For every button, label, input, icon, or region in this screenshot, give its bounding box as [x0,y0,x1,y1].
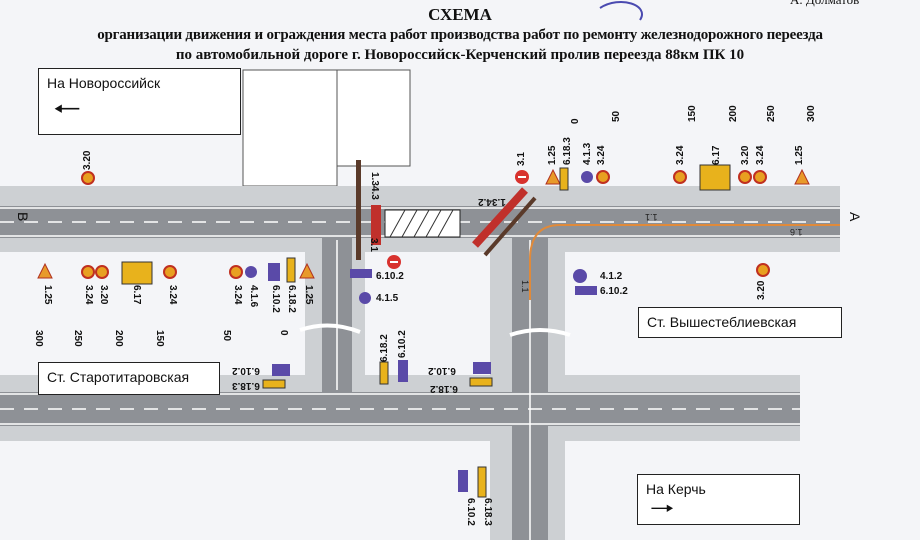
sign-label: 6.18.3 [562,137,573,165]
sign-label: 3.20 [82,150,93,170]
sign-label: 3.24 [596,145,607,165]
sign-label: 1.25 [303,285,314,305]
distance-label: 200 [113,330,124,347]
sign-label: 3.20 [740,145,751,165]
distance-label: 50 [221,330,232,342]
sign-label: 6.10.2 [232,365,260,376]
sign-label: 3.20 [98,285,109,305]
signature-scribble [599,1,643,21]
sign-label: 3.24 [83,285,94,305]
sign-label: 6.10.2 [270,285,281,313]
scheme-subtitle-line1: организации движения и ограждения места … [97,27,823,43]
distance-label: 0 [278,330,289,336]
distance-label: 250 [766,105,777,122]
arrow-right-icon: 🠒 [650,493,675,524]
direction-box-novorossiysk: На Новороссийск 🠐 [38,68,241,135]
sign-label: 6.18.3 [232,380,260,391]
sign-label: 6.17 [711,145,722,165]
arrow-left-icon: 🠐 [53,91,81,127]
sign-label: 6.18.2 [379,334,390,362]
station-box-starotitarovskaya: Ст. Старотитаровская [38,362,220,395]
sign-label: 6.10.2 [600,286,628,297]
distance-label: 250 [72,330,83,347]
scheme-title: СХЕМА [428,5,492,24]
distance-label: 300 [33,330,44,347]
direction-box-kerch: На Керчь 🠒 [637,474,800,525]
sign-label: 1.25 [42,285,53,305]
station-box-vyshesteblievskaya: Ст. Вышестеблиевская [638,307,842,338]
direction-label: На Керчь [646,481,706,497]
sign-label: 4.1.2 [600,271,623,282]
station-label: Ст. Вышестеблиевская [647,314,797,330]
sign-label: 3.24 [675,145,686,165]
station-label: Ст. Старотитаровская [47,369,190,385]
point-b-label: В [15,212,31,222]
direction-label: На Новороссийск [47,75,161,91]
distance-label: 300 [806,105,817,122]
sign-label: 6.10.2 [376,271,404,282]
sign-label: 3.1 [516,152,527,166]
sign-label: 6.10.2 [397,330,408,358]
distance-label: 0 [570,118,581,124]
sign-label: 1.25 [547,145,558,165]
no-entry-signs [387,170,529,269]
scheme-subtitle-line2: по автомобильной дороге г. Новороссийск-… [175,47,745,63]
signature-name: А. Долматов [790,0,859,8]
marking-label: 1.6 [790,227,803,237]
sign-label: 6.18.2 [286,285,297,313]
sign-label: 1.25 [794,145,805,165]
distance-label: 200 [728,105,739,122]
railway-barrier-left [356,160,361,260]
sign-label: 3.24 [755,145,766,165]
marking-label: 1.1 [645,212,658,222]
work-zone-hatched [384,209,461,238]
detour-scheme-signs [121,164,731,498]
speed-limit-signs [81,170,770,279]
building [336,69,411,167]
sign-label: 6.17 [131,285,142,305]
barrier-1.34.2 [472,187,528,248]
sign-label: 4.1.3 [582,142,593,165]
distance-label: 150 [687,105,698,122]
sign-label: 6.10.2 [465,498,476,526]
barrier-1.34.3 [371,205,381,245]
sign-label: 6.18.3 [482,498,493,526]
marking-label: 1.1 [520,280,530,293]
temporary-detour-line [529,224,840,300]
sign-label: 3.24 [232,285,243,305]
sign-label: 4.1.6 [248,285,259,308]
sign-label: 4.1.5 [376,293,399,304]
distance-label: 150 [154,330,165,347]
sign-label: 3.24 [167,285,178,305]
sign-label: 6.18.2 [430,383,458,394]
barrier-label: 1.34.2 [478,196,506,207]
sign-label: 6.10.2 [428,365,456,376]
sign-label: 3.1 [368,238,379,252]
building [242,69,338,187]
distance-label: 50 [611,110,622,122]
sign-label: 3.20 [756,280,767,300]
roadworks-warning-signs [37,168,810,279]
point-a-label: А [847,212,863,222]
direction-signs [245,171,597,492]
barrier-label: 1.34.3 [369,172,380,200]
